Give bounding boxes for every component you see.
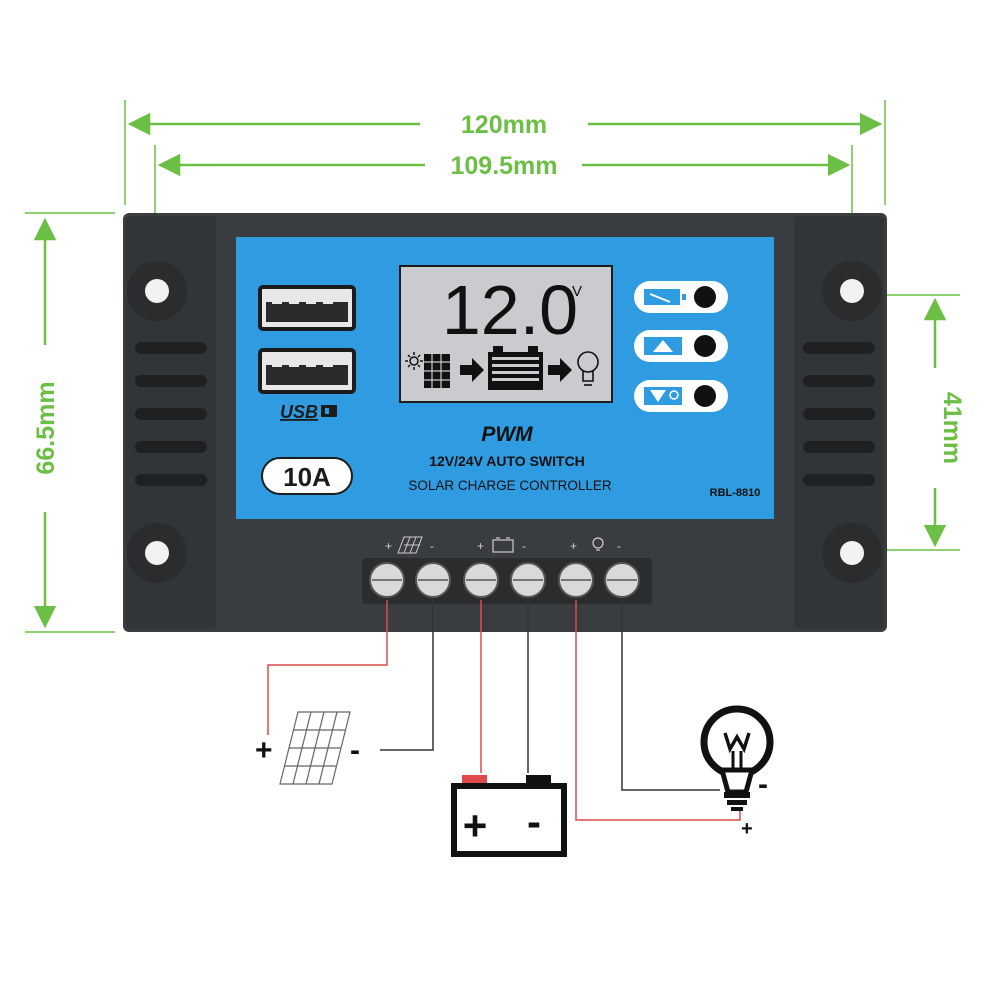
terminal-screw[interactable] [415, 562, 451, 598]
terminal-solar-plus: + [385, 539, 392, 553]
battery-plus-label: + [463, 802, 488, 849]
lcd-arrow-icon [548, 358, 572, 382]
solar-plus-label: + [255, 734, 273, 767]
terminal-solar-minus: - [430, 539, 434, 553]
battery-minus-label: - [527, 798, 541, 845]
battery-icon [451, 775, 567, 857]
terminal-screw[interactable] [463, 562, 499, 598]
terminal-bulb-icon [592, 537, 604, 551]
usb-port-2[interactable] [258, 348, 356, 394]
auto-switch-label: 12V/24V AUTO SWITCH [429, 453, 585, 469]
terminal-battery-minus: - [522, 539, 526, 553]
terminal-battery-plus: + [477, 539, 484, 553]
terminal-screw[interactable] [369, 562, 405, 598]
wiring [267, 600, 741, 821]
lcd-sun-icon [405, 352, 423, 370]
solar-panel-icon [279, 711, 351, 785]
pwm-label: PWM [481, 423, 533, 446]
height-total-label: 66.5mm [32, 381, 60, 474]
terminal-block [362, 558, 652, 604]
terminal-screw[interactable] [604, 562, 640, 598]
load-bulb-icon [669, 390, 679, 400]
terminal-load-plus: + [570, 539, 577, 553]
battery-status-icon [644, 289, 680, 305]
terminal-battery-icon [492, 537, 514, 553]
lcd-solar-panel-icon [424, 354, 450, 388]
terminal-load-minus: - [617, 539, 621, 553]
terminal-labels: + - + - + - [385, 539, 621, 553]
current-rating-badge: 10A [261, 457, 353, 495]
load-minus-label: - [758, 768, 768, 801]
usb-logo: USB [280, 402, 337, 422]
lcd-voltage: 12.0 [442, 271, 578, 349]
model-label: RBL-8810 [710, 487, 761, 499]
dimension-lines [25, 100, 960, 633]
current-rating-label: 10A [283, 462, 331, 492]
up-button[interactable] [634, 330, 728, 362]
mounting-holes [127, 261, 882, 583]
light-bulb-icon [700, 705, 774, 811]
product-label: SOLAR CHARGE CONTROLLER [408, 478, 612, 493]
width-holes-label: 109.5mm [450, 152, 557, 180]
battery-type-button[interactable] [634, 281, 728, 313]
height-holes-label: 41mm [938, 392, 966, 464]
lcd-arrow-icon [460, 358, 484, 382]
width-total-label: 120mm [461, 111, 547, 139]
down-arrow-icon [650, 390, 666, 402]
lcd-battery-icon [488, 346, 543, 390]
solar-minus-label: - [350, 734, 360, 767]
usb-port-1[interactable] [258, 285, 356, 331]
lcd-unit: V [572, 283, 582, 300]
lcd-bulb-icon [577, 351, 599, 386]
terminal-screw[interactable] [510, 562, 546, 598]
load-plus-label: + [741, 818, 753, 840]
terminal-solar-icon [397, 536, 423, 554]
up-arrow-icon [653, 340, 673, 352]
terminal-screw[interactable] [558, 562, 594, 598]
usb-label: USB [280, 402, 318, 422]
down-load-button[interactable] [634, 380, 728, 412]
lcd-display: 12.0 V [399, 265, 613, 403]
